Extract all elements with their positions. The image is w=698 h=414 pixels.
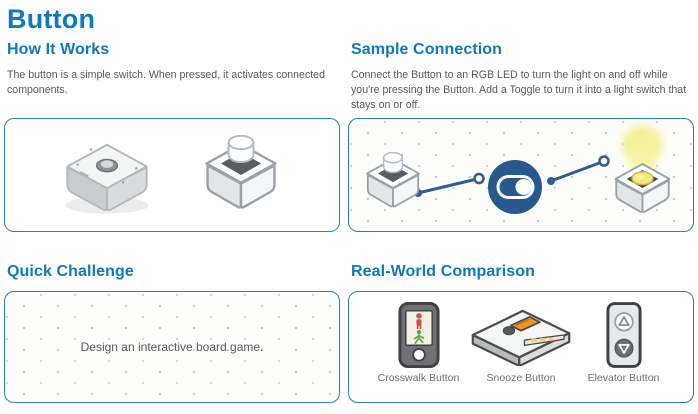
rgb-led-module-lit	[614, 125, 671, 213]
quick-challenge-panel: Design an interactive board game.	[4, 291, 340, 403]
how-it-works-intro: How It Works The button is a simple swit…	[4, 41, 340, 118]
section-quick-challenge: Quick Challenge Design an interactive bo…	[4, 263, 340, 403]
challenge-text: Design an interactive board game.	[80, 340, 264, 354]
sample-connection-body: Connect the Button to an RGB LED to turn…	[351, 69, 687, 112]
real-world-panel: Crosswalk Button	[348, 291, 694, 403]
how-it-works-heading: How It Works	[7, 41, 110, 58]
up-button-icon	[613, 312, 634, 332]
wire-left	[416, 177, 479, 195]
real-world-item-snooze: Snooze Button	[462, 300, 580, 402]
down-button-icon	[614, 338, 633, 358]
red-stand-figure-icon	[415, 313, 422, 330]
green-walk-figure-icon	[413, 329, 424, 344]
wire-right	[549, 160, 604, 183]
elevator-caption: Elevator Button	[587, 372, 660, 384]
real-world-heading: Real-World Comparison	[351, 263, 536, 280]
crosswalk-caption: Crosswalk Button	[377, 372, 460, 384]
content-grid: How It Works The button is a simple swit…	[4, 41, 694, 403]
how-it-works-body: The button is a simple switch. When pres…	[7, 69, 325, 97]
sample-connection-heading: Sample Connection	[351, 41, 503, 58]
diagram-button-module	[366, 151, 420, 208]
sample-connection-intro: Sample Connection Connect the Button to …	[348, 41, 694, 118]
section-real-world: Real-World Comparison	[348, 263, 694, 403]
wire-left-connector-icon	[473, 172, 485, 185]
snooze-bar-icon	[502, 316, 541, 336]
real-world-item-crosswalk: Crosswalk Button	[375, 300, 462, 402]
wire-right-connector-icon	[598, 155, 610, 167]
button-module-illustration-image	[205, 134, 277, 209]
crosswalk-button-image	[397, 302, 440, 368]
quick-challenge-heading: Quick Challenge	[7, 263, 134, 280]
how-it-works-panel	[4, 118, 340, 232]
snooze-caption: Snooze Button	[486, 372, 556, 384]
wire-right-start-dot	[547, 177, 555, 185]
elevator-buttons-image	[605, 302, 642, 368]
connection-diagram	[366, 125, 671, 214]
section-sample-connection: Sample Connection Connect the Button to …	[348, 41, 694, 232]
section-how-it-works: How It Works The button is a simple swit…	[4, 41, 340, 232]
snooze-alarm-clock-image	[471, 309, 571, 366]
page-title: Button	[7, 4, 96, 34]
sample-connection-panel	[348, 118, 694, 232]
real-world-item-elevator: Elevator Button	[580, 300, 667, 402]
button-module-photo-image	[65, 143, 149, 214]
toggle-switch-icon	[488, 160, 542, 214]
